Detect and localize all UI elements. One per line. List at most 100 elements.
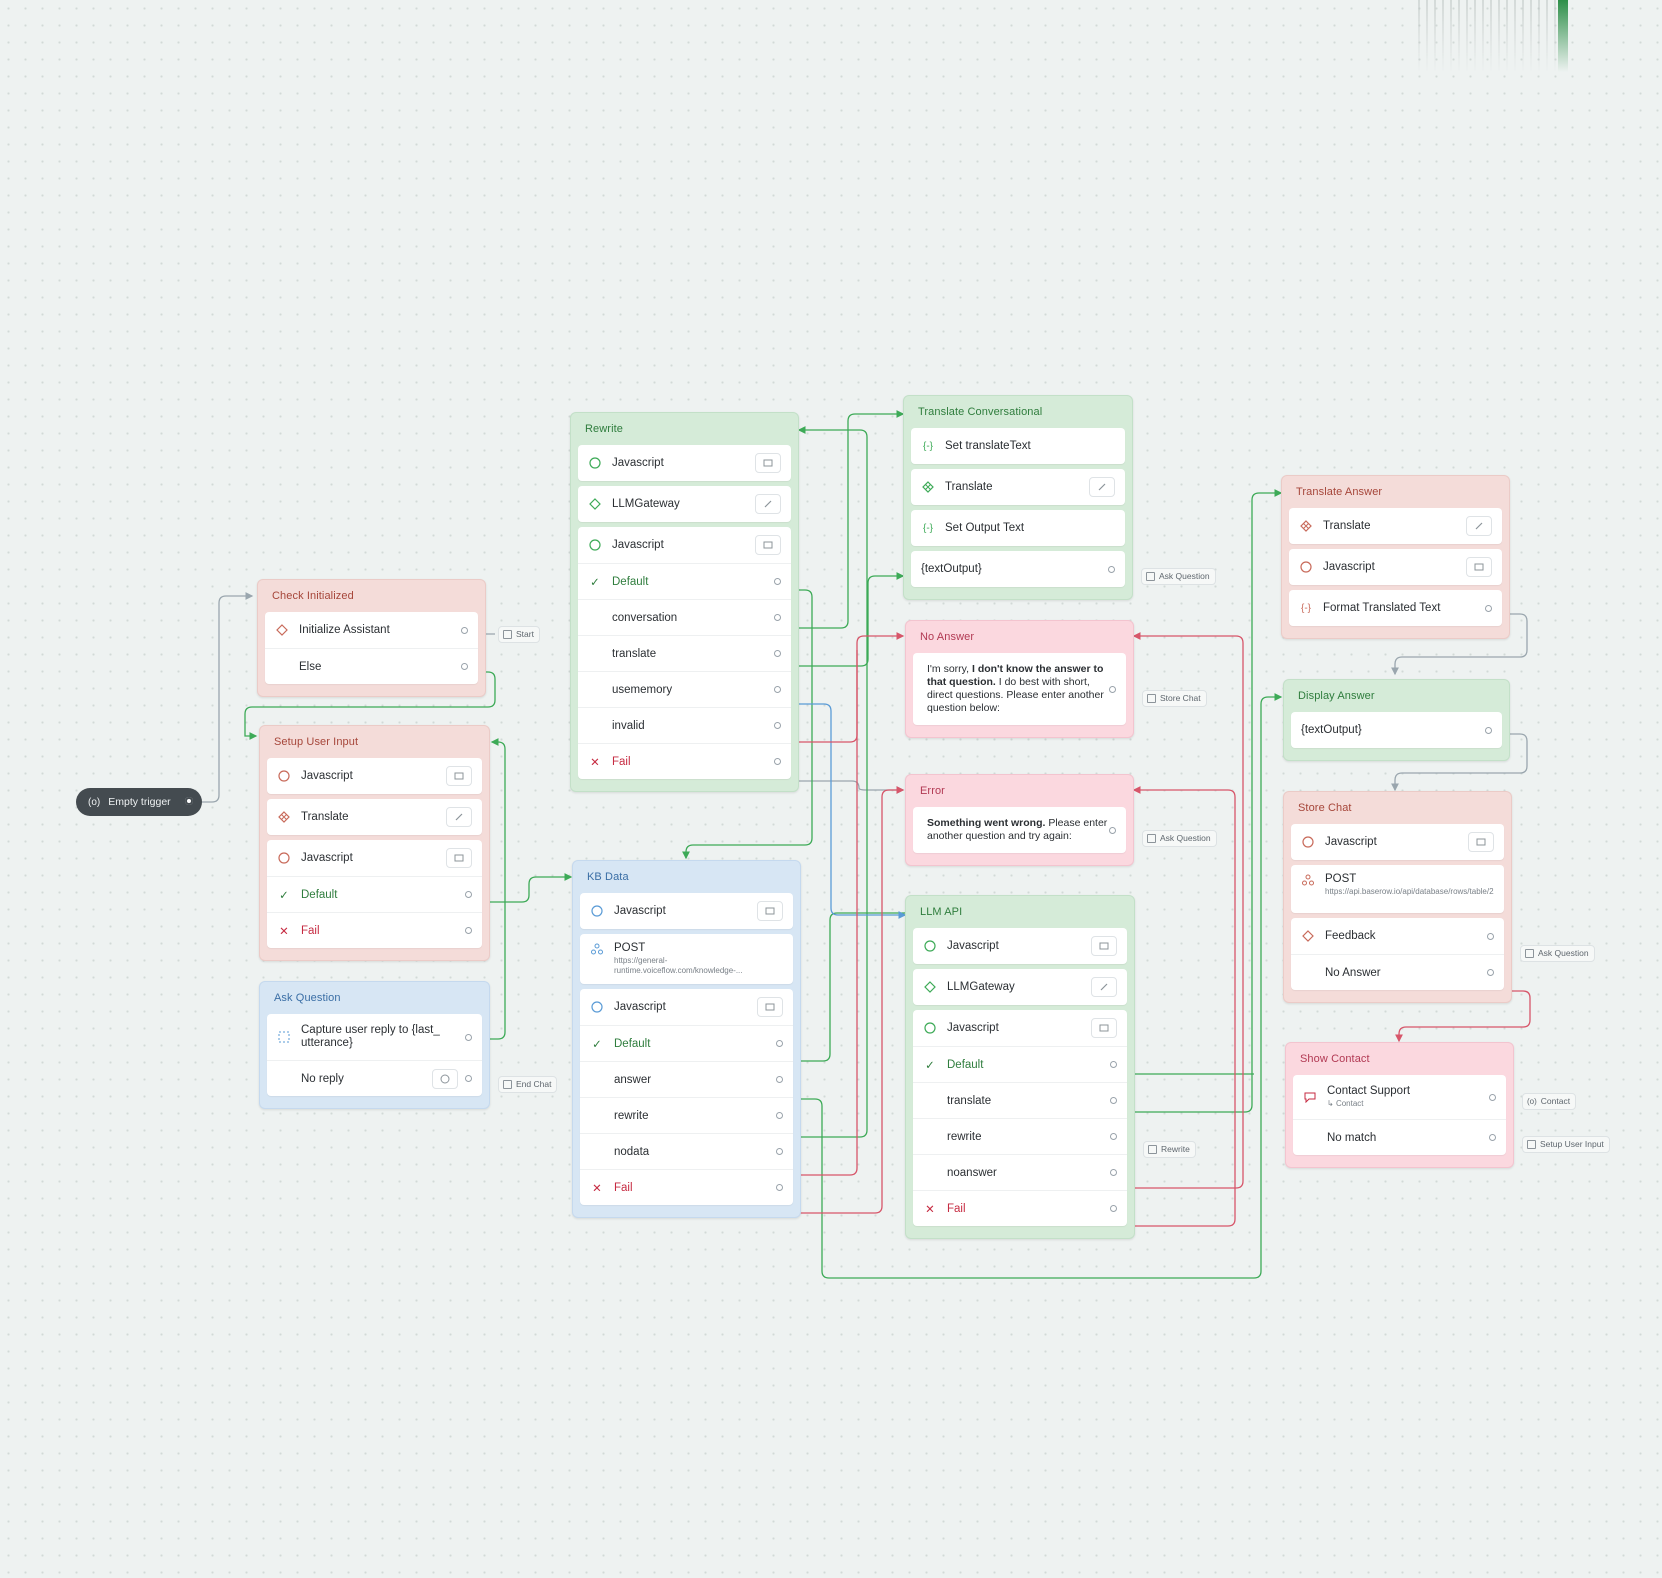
step-set-output-text[interactable]: {-}Set Output Text: [922, 522, 1025, 534]
edit-icon[interactable]: [446, 807, 472, 827]
output-port[interactable]: [1110, 1205, 1117, 1212]
path-fail[interactable]: ✕Fail: [267, 912, 482, 948]
step-feedback[interactable]: Feedback: [1291, 918, 1504, 954]
output-port[interactable]: [1110, 1133, 1117, 1140]
output-port[interactable]: [461, 626, 468, 634]
clock-icon[interactable]: [432, 1068, 458, 1089]
step-javascript[interactable]: Javascript: [267, 758, 482, 794]
code-icon[interactable]: [1466, 557, 1492, 577]
step-javascript[interactable]: Javascript: [1291, 824, 1504, 860]
output-port[interactable]: [1110, 1061, 1117, 1068]
goto-tag-start[interactable]: Start: [498, 626, 540, 643]
path-default[interactable]: ✓Default: [913, 1046, 1127, 1082]
code-icon[interactable]: [1091, 936, 1117, 956]
step-javascript[interactable]: Javascript: [1289, 549, 1502, 585]
path-answer[interactable]: answer: [580, 1061, 793, 1097]
step-format-translated-text[interactable]: {-}Format Translated Text: [1289, 590, 1502, 626]
output-port[interactable]: [1110, 1097, 1117, 1104]
goto-tag-setup-user-input[interactable]: Setup User Input: [1522, 1136, 1610, 1153]
code-icon[interactable]: [755, 535, 781, 555]
path-no-answer[interactable]: No Answer: [1291, 954, 1504, 990]
block-setup-user-input[interactable]: Setup User Input Javascript Translate Ja…: [259, 725, 490, 961]
output-port[interactable]: [465, 1075, 472, 1082]
step-javascript[interactable]: Javascript: [913, 928, 1127, 964]
goto-tag-store-chat[interactable]: Store Chat: [1142, 690, 1207, 707]
output-port[interactable]: [461, 663, 468, 670]
output-port[interactable]: [1109, 826, 1116, 834]
edit-icon[interactable]: [1089, 477, 1115, 497]
step-translate[interactable]: Translate: [1289, 508, 1502, 544]
block-llm-api[interactable]: LLM API Javascript LLMGateway Javascript…: [905, 895, 1135, 1239]
step-javascript[interactable]: Javascript: [913, 1010, 1127, 1046]
output-port[interactable]: [1489, 1134, 1496, 1141]
goto-tag-contact[interactable]: (o)Contact: [1522, 1093, 1577, 1110]
step-javascript[interactable]: Javascript: [578, 445, 791, 481]
path-fail[interactable]: ✕Fail: [580, 1169, 793, 1205]
block-no-answer[interactable]: No Answer I'm sorry, I don't know the an…: [905, 620, 1134, 738]
output-port[interactable]: [1108, 565, 1115, 573]
block-rewrite[interactable]: Rewrite Javascript LLMGateway Javascript…: [570, 412, 799, 792]
output-port[interactable]: [465, 891, 472, 898]
code-icon[interactable]: [446, 766, 472, 786]
goto-tag-ask-question[interactable]: Ask Question: [1142, 830, 1217, 847]
output-port[interactable]: [1485, 726, 1492, 734]
output-port[interactable]: [1110, 1169, 1117, 1176]
path-fail[interactable]: ✕Fail: [913, 1190, 1127, 1226]
output-port[interactable]: [776, 1184, 783, 1191]
output-port[interactable]: [1489, 1093, 1496, 1101]
path-conversation[interactable]: conversation: [578, 599, 791, 635]
output-port[interactable]: [465, 1033, 472, 1041]
goto-tag-rewrite[interactable]: Rewrite: [1143, 1141, 1196, 1158]
output-port[interactable]: [1487, 932, 1494, 940]
path-nodata[interactable]: nodata: [580, 1133, 793, 1169]
step-set-translatetext[interactable]: {-}Set translateText: [922, 440, 1031, 452]
block-show-contact[interactable]: Show Contact Contact Support↳ Contact No…: [1285, 1042, 1514, 1168]
code-icon[interactable]: [1091, 1018, 1117, 1038]
empty-trigger-node[interactable]: (o) Empty trigger: [76, 788, 202, 816]
block-ask-question[interactable]: Ask Question Capture user reply to {last…: [259, 981, 490, 1109]
step-javascript[interactable]: Javascript: [267, 840, 482, 876]
block-error[interactable]: Error Something went wrong. Please enter…: [905, 774, 1134, 866]
output-port[interactable]: [774, 614, 781, 621]
trigger-port[interactable]: [185, 797, 193, 805]
step-javascript[interactable]: Javascript: [578, 527, 791, 563]
path-default[interactable]: ✓Default: [578, 563, 791, 599]
output-port[interactable]: [774, 650, 781, 657]
goto-tag-ask-question[interactable]: Ask Question: [1141, 568, 1216, 585]
step-else[interactable]: Else: [265, 648, 478, 684]
path-translate[interactable]: translate: [578, 635, 791, 671]
path-usememory[interactable]: usememory: [578, 671, 791, 707]
block-check-initialized[interactable]: Check Initialized Initialize Assistant E…: [257, 579, 486, 697]
code-icon[interactable]: [757, 901, 783, 921]
path-default[interactable]: ✓Default: [267, 876, 482, 912]
block-translate-answer[interactable]: Translate Answer Translate Javascript {-…: [1281, 475, 1510, 639]
output-port[interactable]: [776, 1040, 783, 1047]
step-translate[interactable]: Translate: [267, 799, 482, 835]
edit-icon[interactable]: [755, 494, 781, 514]
step-initialize-assistant[interactable]: Initialize Assistant: [265, 612, 478, 648]
goto-tag-end-chat[interactable]: End Chat: [498, 1076, 558, 1093]
step-contact-support[interactable]: Contact Support↳ Contact: [1293, 1075, 1506, 1119]
step-javascript[interactable]: Javascript: [580, 893, 793, 929]
code-icon[interactable]: [755, 453, 781, 473]
path-no-reply[interactable]: No reply: [267, 1060, 482, 1096]
path-translate[interactable]: translate: [913, 1082, 1127, 1118]
step-llmgateway[interactable]: LLMGateway: [578, 486, 791, 522]
output-port[interactable]: [774, 758, 781, 765]
path-default[interactable]: ✓Default: [580, 1025, 793, 1061]
output-port[interactable]: [1109, 685, 1116, 693]
output-port[interactable]: [1487, 969, 1494, 976]
path-fail[interactable]: ✕Fail: [578, 743, 791, 779]
step-text-output[interactable]: {textOutput}: [1291, 712, 1502, 748]
output-port[interactable]: [776, 1148, 783, 1155]
step-translate[interactable]: Translate: [911, 469, 1125, 505]
path-rewrite[interactable]: rewrite: [580, 1097, 793, 1133]
step-llmgateway[interactable]: LLMGateway: [913, 969, 1127, 1005]
output-port[interactable]: [776, 1076, 783, 1083]
edit-icon[interactable]: [1091, 977, 1117, 997]
